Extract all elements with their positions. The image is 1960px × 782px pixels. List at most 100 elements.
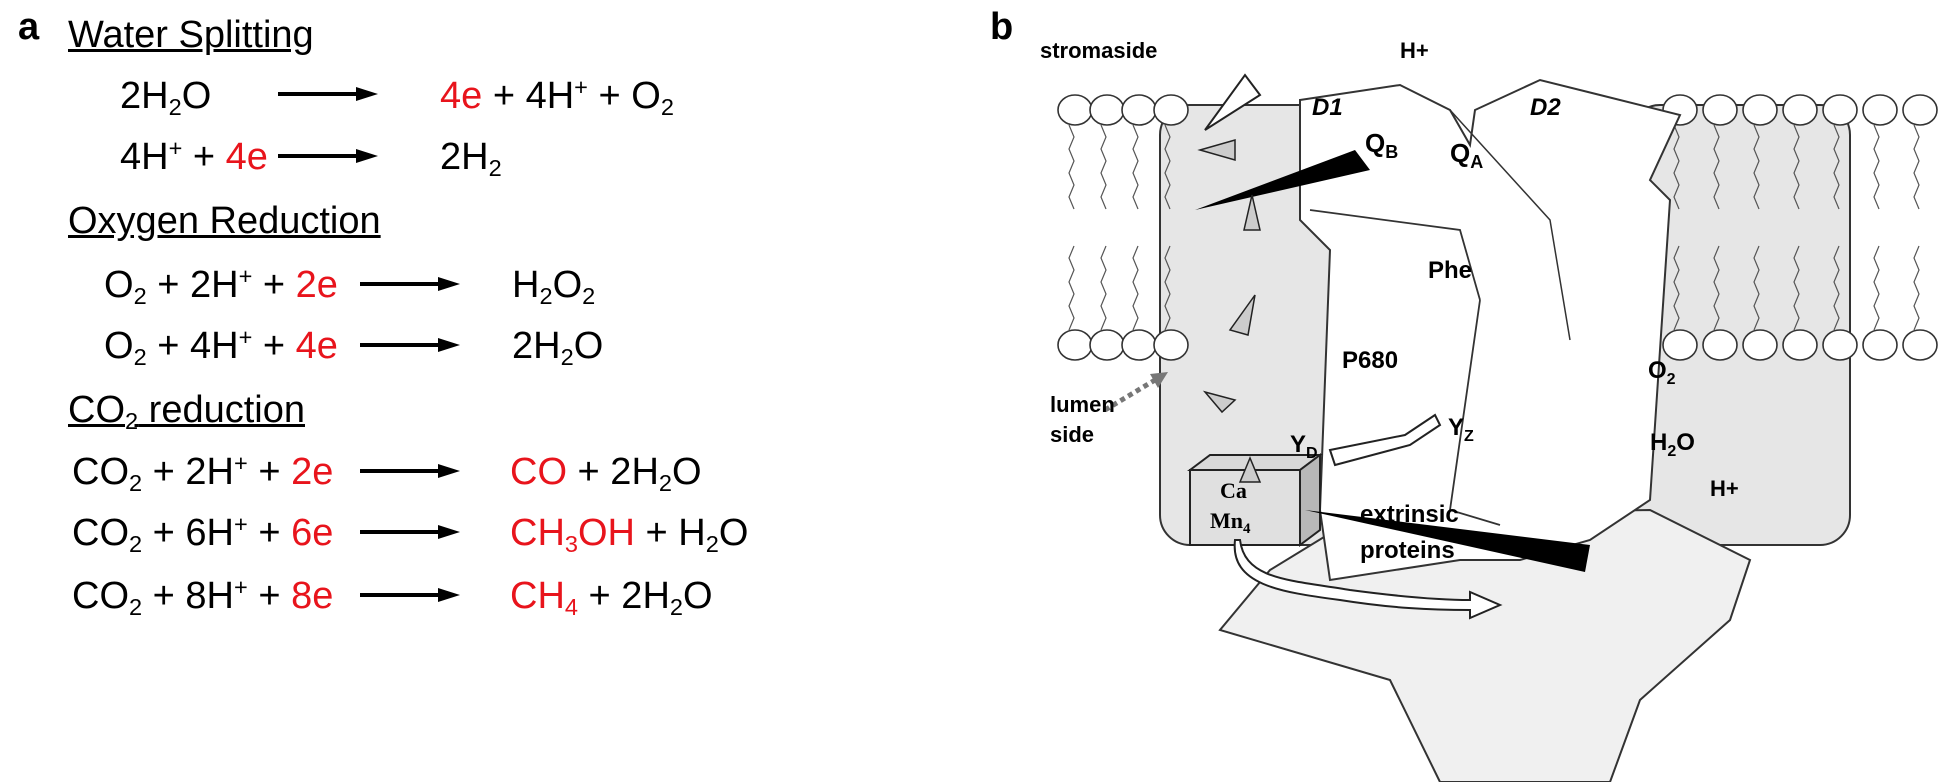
or-eq1-arrow: [360, 276, 460, 291]
label-lumen: lumen: [1050, 392, 1115, 417]
lipid-head: [1742, 94, 1778, 126]
lipid-head: [1153, 94, 1189, 126]
panel-b-letter: b: [990, 6, 1014, 48]
label-h-plus-bottom: H+: [1710, 476, 1739, 501]
protein-inner-line: [1309, 209, 1481, 301]
lipid-tail: [1164, 124, 1171, 210]
lipid-tail: [1753, 124, 1760, 210]
h-plus-bottom-arrow: [1233, 539, 1503, 620]
lipid-head: [1057, 94, 1093, 126]
phe-to-qa-arrow: [1243, 194, 1261, 231]
label-yz: YZ: [1448, 414, 1474, 445]
ws-eq1-rhs: 4e + 4H+ + O2: [440, 74, 674, 121]
panel-a-letter: a: [18, 6, 40, 48]
protein-inner-line-3: [1449, 109, 1571, 341]
lipid-tail: [1793, 245, 1800, 331]
lipid-head: [1089, 94, 1125, 126]
qb-arrow-black: [1195, 150, 1370, 210]
lipid-head: [1089, 329, 1125, 361]
lipid-head: [1782, 94, 1818, 126]
lipid-head: [1862, 94, 1898, 126]
lipid-tail: [1132, 245, 1139, 331]
lipid-tail: [1753, 245, 1760, 331]
label-stromaside: stromaside: [1040, 40, 1157, 63]
or-eq1-rhs: H2O2: [512, 264, 596, 310]
protein-inner-line-2: [1448, 299, 1501, 526]
lipid-head: [1902, 94, 1938, 126]
lipid-tail: [1132, 124, 1139, 210]
lipid-tail: [1913, 124, 1920, 210]
co2-reduction-heading: CO2 reduction: [68, 389, 305, 435]
o2-arrow-white: [1328, 413, 1442, 467]
lipid-head: [1702, 329, 1738, 361]
lipid-tail: [1068, 124, 1075, 210]
or-eq2-lhs: O2 + 4H+ + 4e: [104, 324, 338, 371]
lipid-tail: [1913, 245, 1920, 331]
or-eq2-arrow: [360, 337, 460, 352]
label-qb: QB: [1365, 128, 1398, 162]
lipid-tail: [1673, 124, 1680, 210]
ws-eq1-lhs: 2H2O: [120, 75, 212, 121]
water-splitting-heading: Water Splitting: [68, 14, 314, 56]
lipid-tail: [1833, 245, 1840, 331]
lipid-tail: [1793, 124, 1800, 210]
photosystem-ii-diagram: stromaside H+ D1 D2 QB QA Phe P680 YD YZ…: [1040, 40, 1938, 782]
lipid-head: [1902, 329, 1938, 361]
label-ca: Ca: [1220, 478, 1247, 503]
label-h-plus-top: H+: [1400, 40, 1429, 63]
lipid-head: [1862, 329, 1898, 361]
lipid-tail: [1164, 245, 1171, 331]
lipid-tail: [1833, 124, 1840, 210]
lipid-head: [1822, 94, 1858, 126]
lipid-head: [1782, 329, 1818, 361]
lipid-tail: [1100, 124, 1107, 210]
lipid-head: [1121, 94, 1157, 126]
yz-to-p680-arrow: [1202, 390, 1237, 414]
ws-eq1-arrow: [278, 86, 378, 101]
oxygen-reduction-heading: Oxygen Reduction: [68, 200, 381, 242]
co2-eq3-lhs: CO2 + 8H+ + 8e: [72, 574, 334, 621]
label-qa: QA: [1450, 138, 1483, 172]
h2o-arrow-black: [1305, 510, 1590, 572]
ws-eq2-arrow: [278, 148, 378, 163]
lipid-tail: [1673, 245, 1680, 331]
label-mn4: Mn4: [1210, 508, 1251, 537]
lipid-tail: [1873, 124, 1880, 210]
label-extrinsic: extrinsic: [1360, 501, 1459, 528]
lipid-tail: [1713, 124, 1720, 210]
label-o2: O2: [1648, 357, 1676, 388]
lipid-head: [1121, 329, 1157, 361]
label-proteins: proteins: [1360, 537, 1455, 564]
ws-eq2-lhs: 4H+ + 4e: [120, 135, 268, 178]
co2-eq2-arrow: [360, 524, 460, 539]
or-eq1-lhs: O2 + 2H+ + 2e: [104, 263, 338, 310]
lipid-tail: [1068, 245, 1075, 331]
or-eq2-rhs: 2H2O: [512, 325, 604, 371]
mn-to-yz-arrow: [1238, 456, 1262, 483]
lipid-tail: [1713, 245, 1720, 331]
ws-eq2-rhs: 2H2: [440, 136, 502, 182]
label-p680: P680: [1342, 347, 1398, 374]
lipid-head: [1662, 329, 1698, 361]
label-yd: YD: [1290, 431, 1318, 462]
lipid-head: [1153, 329, 1189, 361]
label-phe: Phe: [1428, 257, 1472, 284]
label-h2o: H2O: [1650, 429, 1695, 460]
lipid-tail: [1100, 245, 1107, 331]
qa-to-qb-arrow: [1197, 139, 1236, 161]
co2-eq3-arrow: [360, 587, 460, 602]
p680-to-phe-arrow: [1228, 294, 1256, 336]
label-d1: D1: [1312, 94, 1343, 121]
co2-eq2-rhs: CH3OH + H2O: [510, 512, 749, 558]
lipid-heads: [1057, 94, 1938, 361]
co2-eq1-lhs: CO2 + 2H+ + 2e: [72, 450, 334, 497]
membrane-right: [1629, 104, 1851, 546]
yd-dotted-arrow: [1103, 377, 1157, 413]
yd-dotted-arrowhead: [1150, 372, 1168, 388]
lipid-head: [1822, 329, 1858, 361]
h-plus-top-arrow: [1204, 73, 1262, 131]
lipid-head: [1057, 329, 1093, 361]
lipid-tail: [1873, 245, 1880, 331]
label-d2: D2: [1530, 94, 1561, 121]
lipid-head: [1742, 329, 1778, 361]
